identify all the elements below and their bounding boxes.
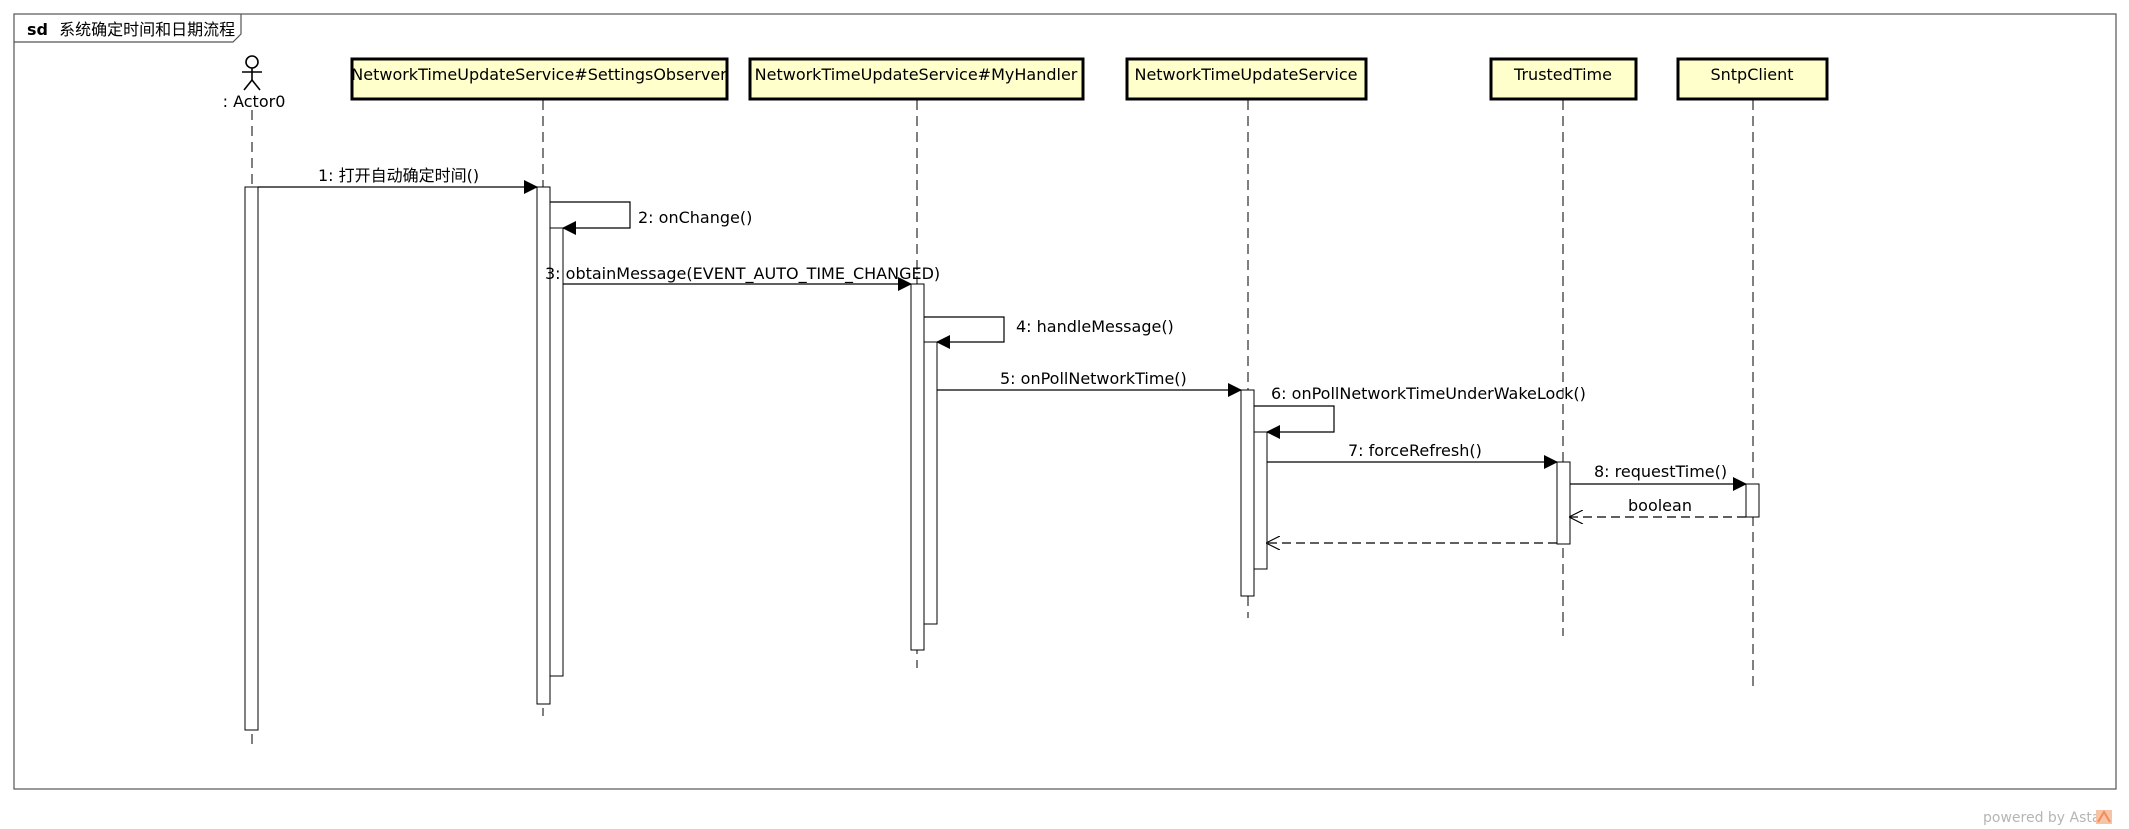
message-label-7: 7: forceRefresh() [1348,441,1482,460]
lifeline-label-my-handler: NetworkTimeUpdateService#MyHandler [755,65,1078,84]
lifeline-label-sntp-client: SntpClient [1710,65,1793,84]
lifeline-header-trusted-time[interactable]: TrustedTime [1489,57,1638,101]
message-label-6: 6: onPollNetworkTimeUnderWakeLock() [1271,384,1586,403]
lifeline-header-my-handler[interactable]: NetworkTimeUpdateService#MyHandler [748,57,1085,101]
activation-my-handler-2 [923,341,938,625]
activation-actor [244,186,259,731]
activation-trusted-time [1556,461,1571,545]
activation-settings-observer-2 [549,227,564,677]
astah-logo-icon [2096,810,2112,824]
message-label-3: 3: obtainMessage(EVENT_AUTO_TIME_CHANGED… [545,264,940,284]
frame-name: 系统确定时间和日期流程 [59,20,235,39]
activation-sntp-client [1745,483,1760,518]
lifeline-header-settings-observer[interactable]: NetworkTimeUpdateService#SettingsObserve… [350,57,729,101]
activation-service-2 [1253,431,1268,570]
message-arrow-6 [1254,405,1335,439]
lifeline-header-service[interactable]: NetworkTimeUpdateService [1125,57,1368,101]
message-label-1: 1: 打开自动确定时间() [318,166,479,185]
message-label-4: 4: handleMessage() [1016,317,1174,336]
lifeline-label-trusted-time: TrustedTime [1513,65,1612,84]
lifeline-header-sntp-client[interactable]: SntpClient [1676,57,1829,101]
frame-keyword: sd [27,20,48,39]
sequence-frame [13,13,2117,790]
frame-title: sd 系统确定时间和日期流程 [27,20,235,39]
frame-tab [14,14,242,43]
message-arrow-4 [924,316,1005,349]
powered-by-text: powered by Astah [1983,810,2109,826]
message-label-5: 5: onPollNetworkTime() [1000,369,1187,388]
lifeline-label-settings-observer: NetworkTimeUpdateService#SettingsObserve… [351,65,727,84]
message-label-2: 2: onChange() [638,208,752,227]
activation-my-handler-1 [910,283,925,651]
actor-icon [242,55,262,91]
activation-service-1 [1240,389,1255,597]
message-label-8: 8: requestTime() [1594,462,1727,481]
return-label-boolean: boolean [1628,496,1692,515]
lifeline-label-service: NetworkTimeUpdateService [1134,65,1357,84]
actor-label: : Actor0 [223,92,286,111]
message-arrow-2 [550,201,631,235]
